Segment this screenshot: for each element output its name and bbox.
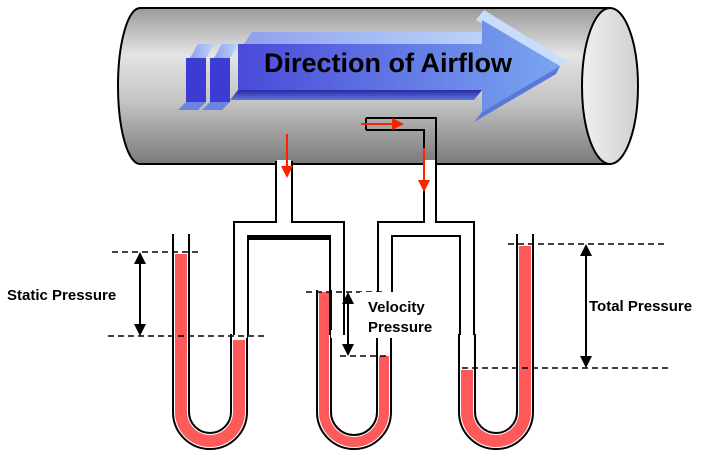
right-arrow-icon [392, 118, 404, 130]
dimension-static [108, 251, 266, 337]
manometer-total [458, 234, 534, 450]
velocity-pressure-label-line2: Pressure [368, 319, 432, 336]
velocity-label-backdrop [360, 292, 458, 338]
down-arrow-icon [418, 180, 430, 192]
manometer-velocity [316, 290, 392, 450]
dimension-total [462, 243, 668, 369]
pressure-arrows [281, 118, 430, 192]
airflow-label: Direction of Airflow [264, 48, 513, 78]
static-pressure-label: Static Pressure [7, 287, 116, 304]
dimension-velocity [306, 291, 390, 357]
fluid-column [319, 292, 389, 447]
fluid-column [461, 246, 531, 447]
manometer-static [172, 234, 248, 450]
pipe-end-cap [581, 7, 639, 165]
airflow-direction-arrow: Direction of Airflow [178, 10, 568, 122]
total-pressure-label: Total Pressure [589, 298, 692, 315]
fluid-column [175, 254, 245, 447]
velocity-pressure-label-line1: Velocity [368, 299, 425, 316]
down-arrow-icon [281, 166, 293, 178]
